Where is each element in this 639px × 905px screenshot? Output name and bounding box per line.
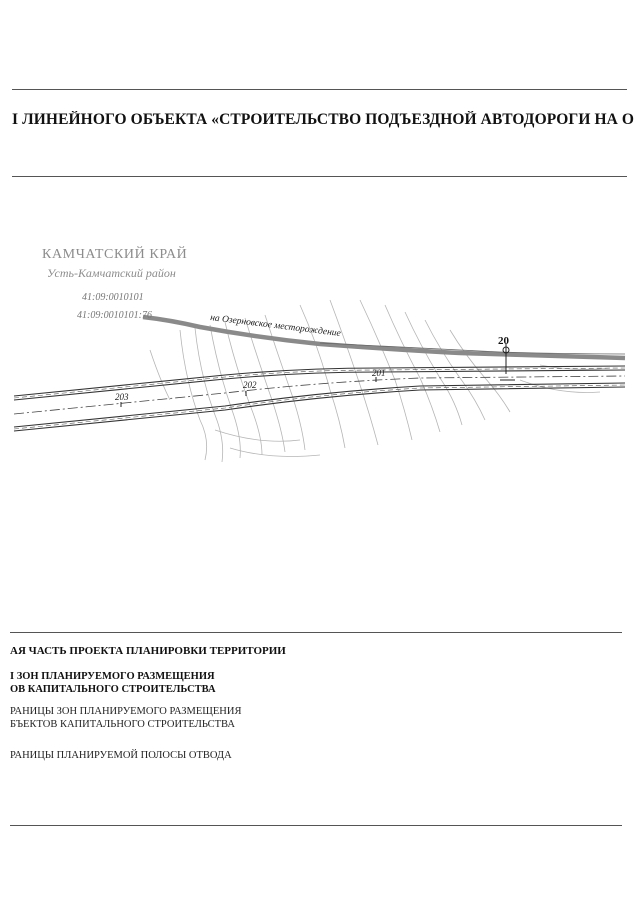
picket-201: 201 [372, 368, 386, 378]
document-title: I ЛИНЕЙНОГО ОБЪЕКТА «СТРОИТЕЛЬСТВО ПОДЪЕ… [12, 111, 635, 128]
legend-item-zones-line2: БЪЕКТОВ КАПИТАЛЬНОГО СТРОИТЕЛЬСТВА [10, 719, 235, 730]
legend-subheading-line1: I ЗОН ПЛАНИРУЕМОГО РАЗМЕЩЕНИЯ [10, 671, 215, 682]
top-border-line [12, 89, 627, 90]
district-label: Усть-Камчатский район [47, 266, 176, 280]
picket-203: 203 [115, 392, 129, 402]
legend-item-zones-line1: РАНИЦЫ ЗОН ПЛАНИРУЕМОГО РАЗМЕЩЕНИЯ [10, 706, 242, 717]
road-label: на Озерновское месторождение [210, 312, 342, 339]
existing-road [142, 314, 626, 361]
terrain-contours [149, 299, 611, 463]
planned-road [13, 365, 626, 432]
map-bottom-line [10, 632, 622, 633]
page-bottom-line [10, 825, 622, 826]
region-label: КАМЧАТСКИЙ КРАЙ [42, 247, 188, 262]
legend-subheading-line2: ОВ КАПИТАЛЬНОГО СТРОИТЕЛЬСТВА [10, 684, 216, 695]
title-underline [12, 176, 627, 177]
cadastral-parcel-label: 41:09:0010101:76 [77, 310, 152, 321]
point-20-marker [502, 344, 510, 374]
cadastral-quarter-label: 41:09:0010101 [82, 292, 144, 303]
picket-202: 202 [243, 380, 257, 390]
point-20-label: 20 [498, 335, 510, 347]
legend-heading: АЯ ЧАСТЬ ПРОЕКТА ПЛАНИРОВКИ ТЕРРИТОРИИ [10, 645, 286, 657]
legend-item-strip: РАНИЦЫ ПЛАНИРУЕМОЙ ПОЛОСЫ ОТВОДА [10, 750, 232, 761]
